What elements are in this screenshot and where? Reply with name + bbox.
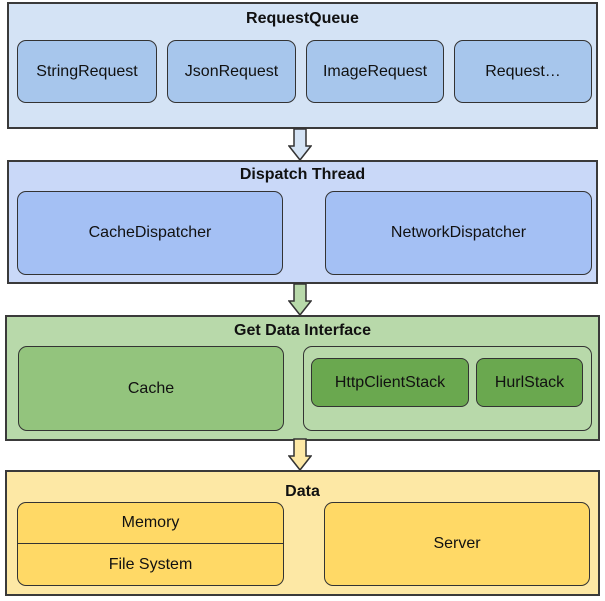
down-arrow-icon [288,128,312,162]
memory-label: Memory [18,503,283,544]
request-queue-layer: RequestQueue StringRequest JsonRequest I… [7,2,598,129]
down-arrow-icon [288,438,312,472]
stack-group: HttpClientStack HurlStack [303,346,592,431]
down-arrow-icon [288,283,312,317]
get-data-interface-layer: Get Data Interface Cache HttpClientStack… [5,315,600,441]
request-more-box: Request… [454,40,592,103]
server-box: Server [324,502,590,586]
request-queue-title: RequestQueue [246,10,359,27]
network-dispatcher-box: NetworkDispatcher [325,191,592,275]
hurl-stack-box: HurlStack [476,358,583,407]
dispatch-thread-title: Dispatch Thread [239,166,366,183]
local-storage-box: Memory File System [17,502,284,586]
cache-dispatcher-box: CacheDispatcher [17,191,283,275]
string-request-box: StringRequest [17,40,157,103]
file-system-label: File System [108,555,193,573]
http-client-stack-box: HttpClientStack [311,358,469,407]
data-title: Data [285,483,320,500]
dispatch-thread-layer: Dispatch Thread CacheDispatcher NetworkD… [7,160,598,284]
json-request-box: JsonRequest [167,40,296,103]
data-layer: Data Memory File System Server [5,470,600,596]
get-data-interface-title: Get Data Interface [234,322,371,339]
cache-box: Cache [18,346,284,431]
image-request-box: ImageRequest [306,40,444,103]
